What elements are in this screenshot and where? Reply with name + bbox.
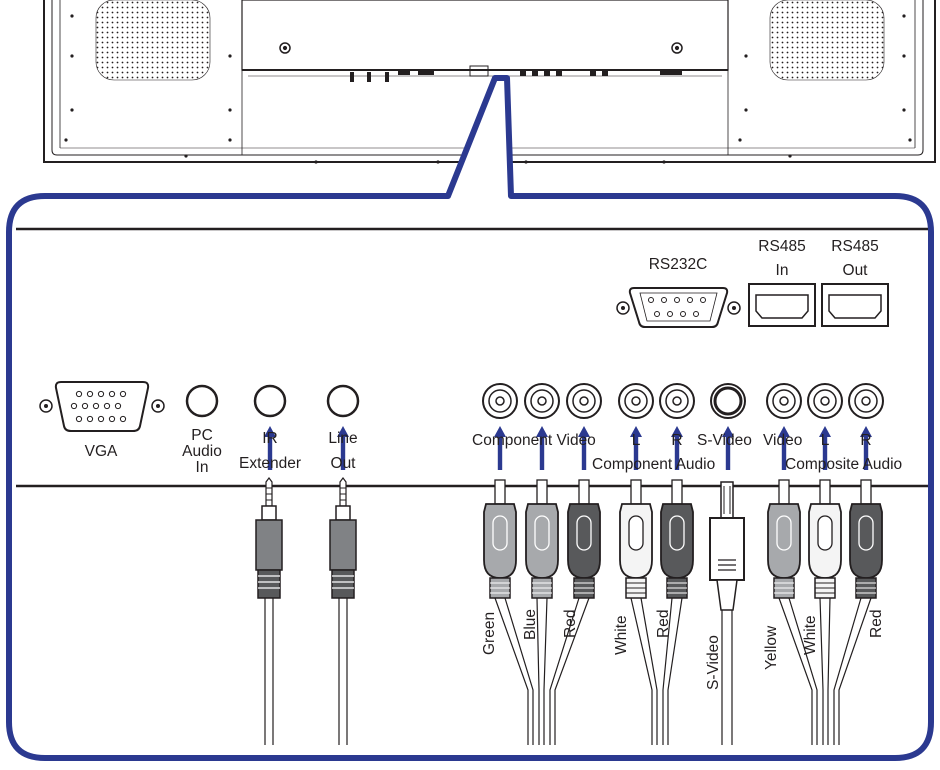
left-speaker-grille	[95, 0, 211, 81]
cable-label-blue: Blue	[522, 608, 539, 640]
composite-audio-l-label: L	[820, 432, 830, 449]
component-audio-r-jack	[659, 383, 695, 419]
pc-audio-in-label-line3: In	[195, 459, 209, 476]
red-composite-rca-plug	[849, 479, 883, 599]
cable-label-red-component: Red	[562, 609, 579, 638]
cable-label-white-audio: White	[613, 615, 630, 655]
line-out-plug	[329, 477, 357, 745]
video-label: Video	[763, 432, 803, 449]
component-video-label: Component Video	[472, 432, 596, 449]
line-out-jack	[326, 384, 360, 418]
green-rca-plug	[483, 479, 517, 599]
component-blue-arrow	[536, 426, 548, 470]
rs485-out-label-line1: RS485	[831, 238, 879, 255]
line-out-label-line2: Out	[330, 455, 356, 472]
component-audio-l-arrow	[630, 426, 642, 470]
component-audio-r-arrow	[671, 426, 683, 470]
composite-audio-r-jack	[848, 383, 884, 419]
line-out-label-line1: Line	[328, 430, 358, 447]
component-audio-l-jack	[618, 383, 654, 419]
s-video-plug	[709, 481, 745, 611]
mounting-holes	[64, 14, 912, 164]
white-composite-rca-plug	[808, 479, 842, 599]
right-speaker-grille	[769, 0, 885, 81]
blue-rca-plug	[525, 479, 559, 599]
red-audio-rca-plug	[660, 479, 694, 599]
composite-audio-label: Composite Audio	[785, 456, 903, 473]
component-red-arrow	[578, 426, 590, 470]
rca-jacks	[482, 383, 884, 419]
rs485-in-label-line1: RS485	[758, 238, 806, 255]
s-video-port-label: S-Video	[697, 432, 752, 449]
composite-audio-l-jack	[807, 383, 843, 419]
video-arrow	[778, 426, 790, 470]
component-blue-jack	[524, 383, 560, 419]
rs232c-label: RS232C	[648, 256, 708, 273]
vga-port	[39, 381, 165, 432]
rs485-in-label-line2: In	[775, 262, 789, 279]
pc-audio-in-label-line1: PC	[191, 427, 213, 444]
ir-extender-label-line1: IR	[262, 430, 278, 447]
rs485-in-port	[748, 283, 816, 327]
composite-audio-r-arrow	[860, 426, 872, 470]
composite-video-jack	[766, 383, 802, 419]
component-red-jack	[566, 383, 602, 419]
rs485-out-label-line2: Out	[842, 262, 868, 279]
audio-jacks	[185, 384, 360, 418]
s-video-arrow	[722, 426, 734, 470]
cable-label-green: Green	[481, 611, 498, 655]
screw-icon	[279, 42, 683, 54]
red-rca-plug	[567, 479, 601, 599]
panel-connectors	[350, 65, 682, 82]
component-audio-r-label: R	[671, 432, 683, 449]
component-green-jack	[482, 383, 518, 419]
ir-extender-label-line2: Extender	[238, 455, 302, 472]
cable-label-s-video: S-Video	[705, 635, 722, 690]
ir-extender-arrow	[264, 426, 276, 470]
composite-audio-l-arrow	[819, 426, 831, 470]
component-audio-label: Component Audio	[592, 456, 716, 473]
rs485-out-port	[821, 283, 889, 327]
component-audio-l-label: L	[631, 432, 641, 449]
cable-label-red-audio: Red	[655, 609, 672, 638]
line-out-arrow	[337, 426, 349, 470]
pc-audio-in-label-line2: Audio	[182, 443, 222, 460]
cable-label-white-composite: White	[802, 615, 819, 655]
yellow-rca-plug	[767, 479, 801, 599]
component-green-arrow	[494, 426, 506, 470]
white-audio-rca-plug	[619, 479, 653, 599]
ir-extender-plug	[255, 477, 283, 745]
rs232c-port	[616, 287, 741, 328]
cable-label-red-composite: Red	[868, 609, 885, 638]
vga-label: VGA	[84, 443, 118, 460]
connection-arrows	[264, 426, 872, 470]
callout-frame	[6, 75, 934, 761]
cable-label-yellow: Yellow	[763, 625, 780, 670]
rca-plugs	[483, 479, 883, 599]
s-video-jack	[710, 383, 746, 419]
ir-extender-jack	[253, 384, 287, 418]
rca-cable-wires	[494, 597, 872, 745]
composite-audio-r-label: R	[860, 432, 872, 449]
pc-audio-in-jack	[185, 384, 219, 418]
